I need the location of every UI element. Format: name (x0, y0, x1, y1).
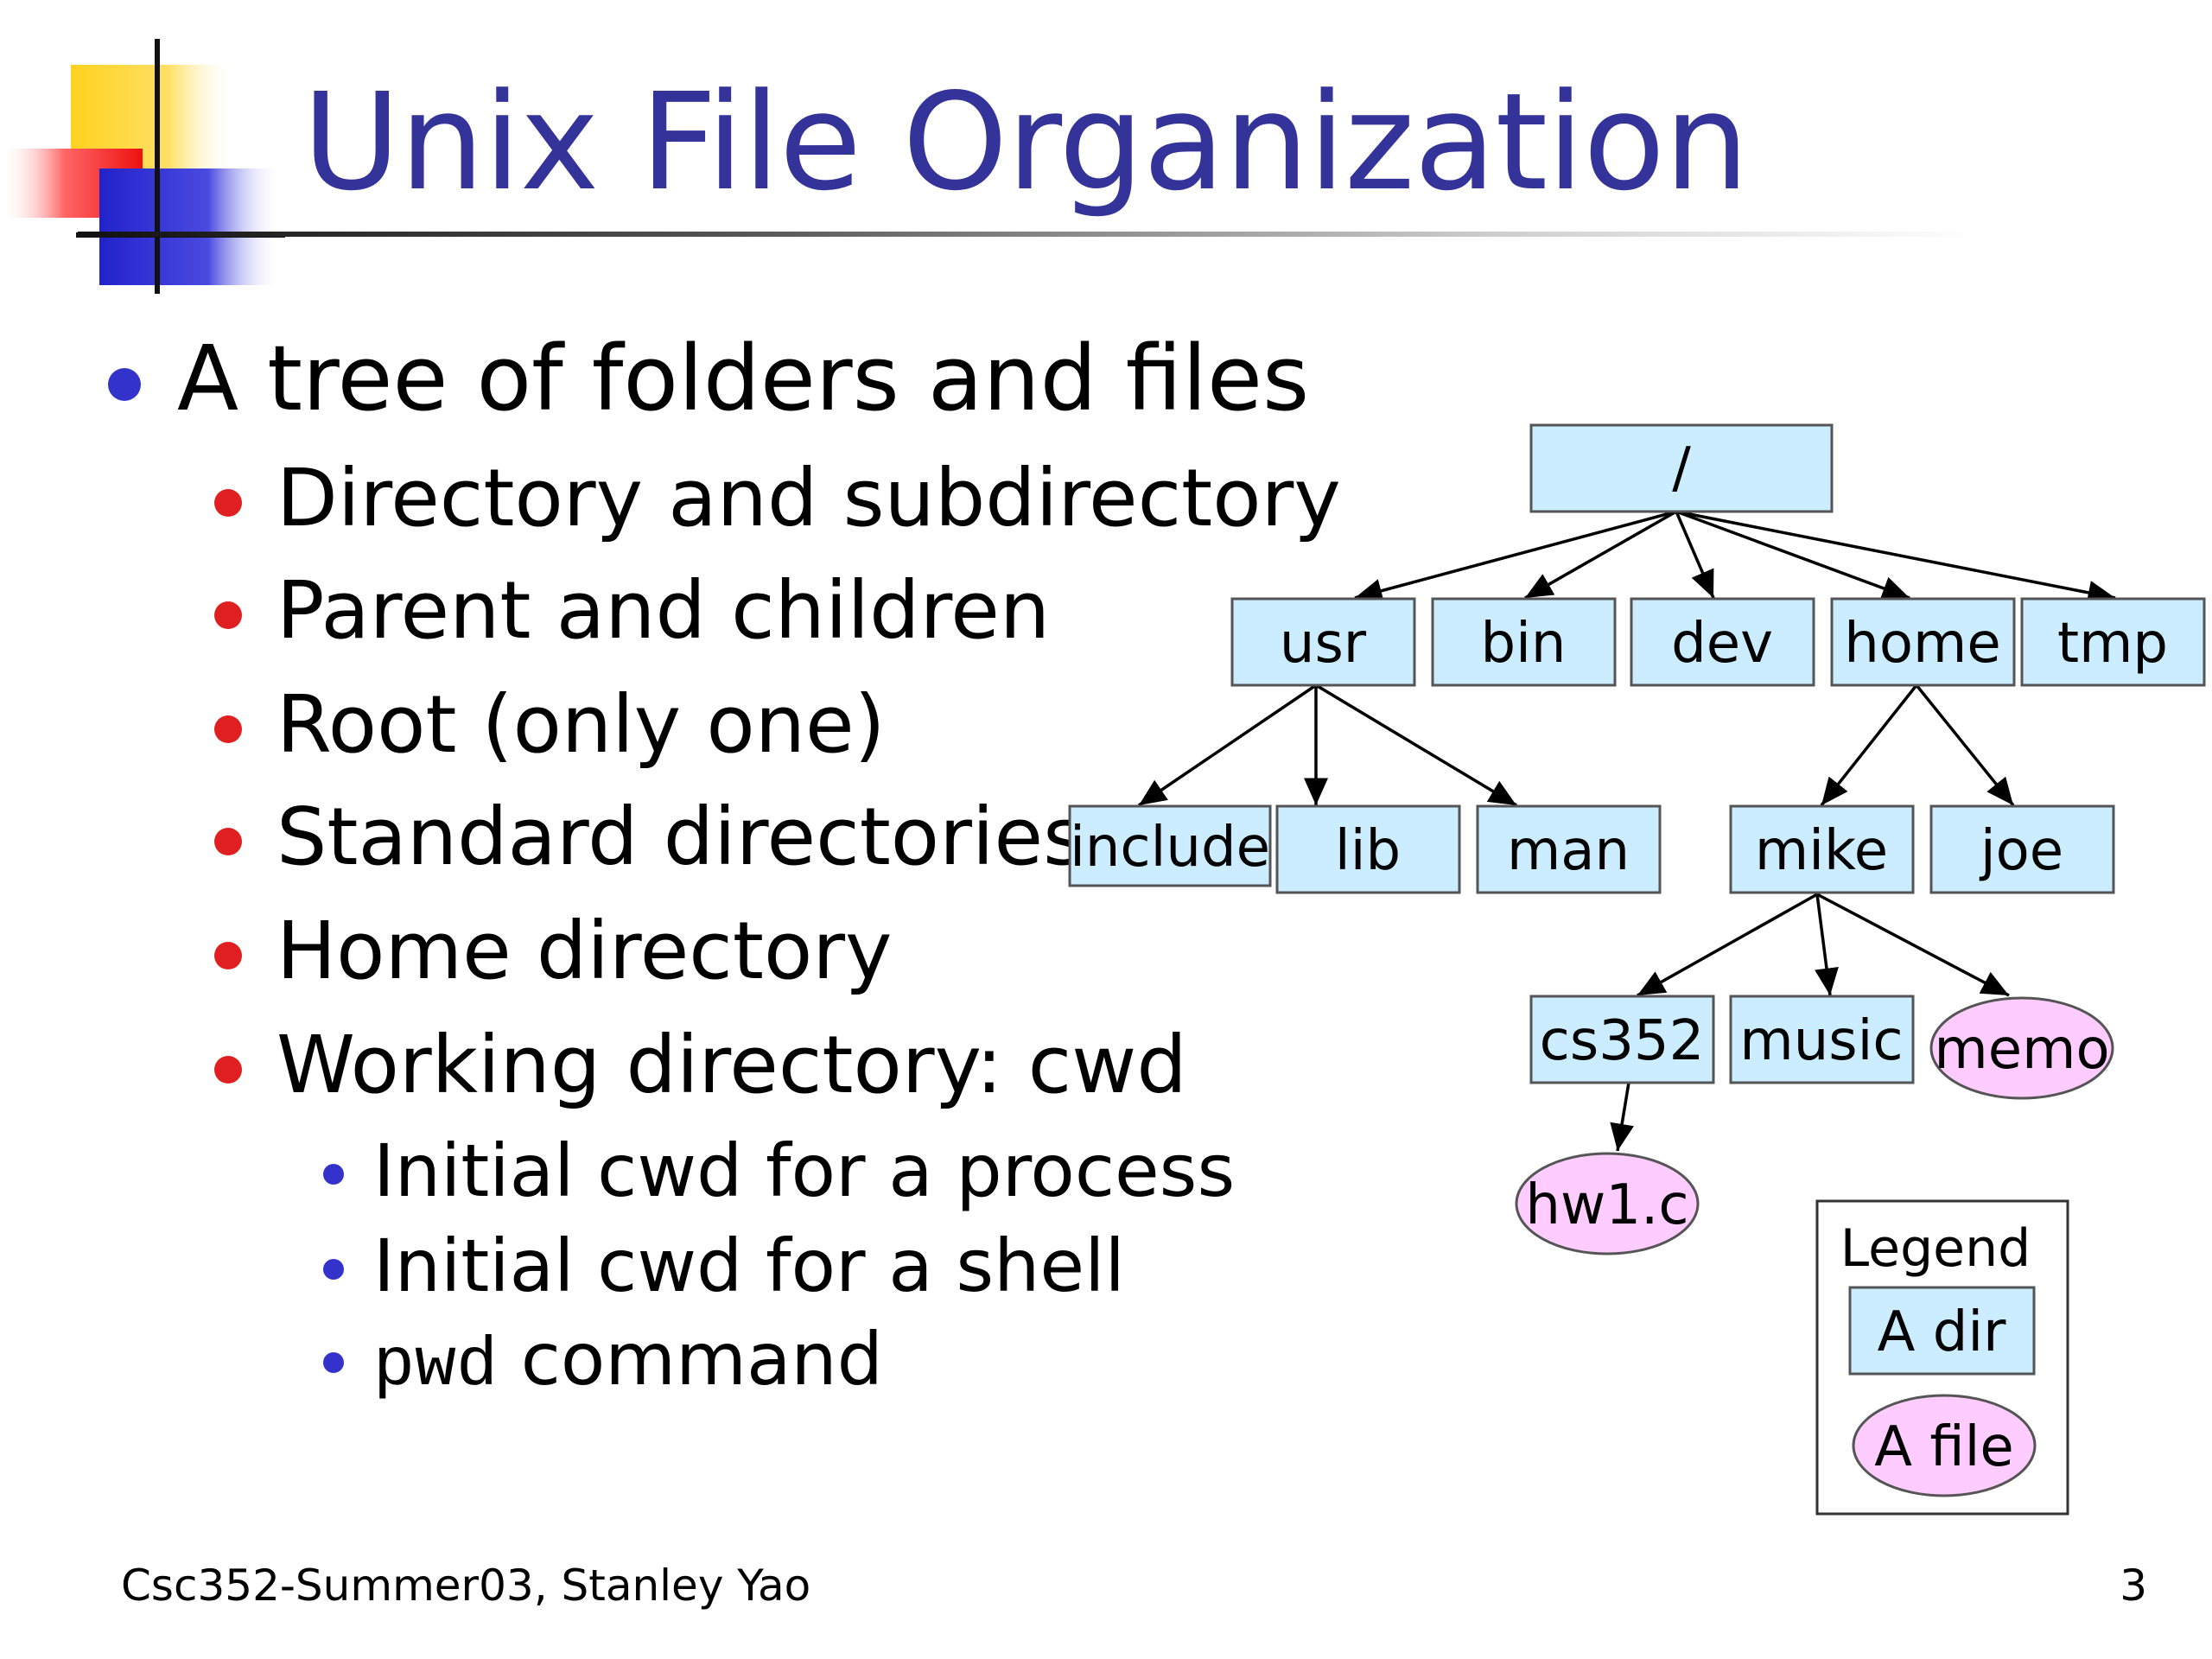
legend-file-swatch: A file (1852, 1394, 2037, 1497)
edge-root-tmp (1675, 510, 2116, 605)
tree-edges (1138, 510, 2116, 1152)
bullet-main-text: A tree of folders and files (177, 326, 1310, 431)
subsub-bullet: pwd command (323, 1316, 883, 1410)
dir-node-dev: dev (1630, 597, 1815, 687)
sub-bullet: Directory and subdirectory (214, 451, 1341, 546)
bullet-dot-icon (323, 1164, 344, 1185)
bullet-dot-icon (214, 1056, 242, 1084)
edge-usr-include (1138, 683, 1317, 807)
file-node-hw1c: hw1.c (1515, 1152, 1700, 1255)
svg-text:include: include (1070, 816, 1270, 880)
sub-bullet-text: Standard directories (276, 791, 1085, 883)
pwd-text: command (498, 1317, 883, 1402)
dir-node-tmp: tmp (2020, 597, 2206, 687)
slide-footer: Csc352-Summer03, Stanley Yao (121, 1560, 811, 1611)
dir-node-home: home (1830, 597, 2016, 687)
file-node-memo: memo (1929, 996, 2114, 1100)
dir-node-music: music (1729, 995, 1915, 1084)
svg-text:usr: usr (1280, 612, 1367, 676)
svg-text:lib: lib (1335, 819, 1401, 883)
subsub-bullet-text: Initial cwd for a shell (373, 1224, 1125, 1308)
dir-node-cs352: cs352 (1529, 995, 1715, 1084)
bullet-dot-icon (214, 601, 242, 629)
svg-text:/: / (1672, 436, 1691, 500)
svg-text:joe: joe (1979, 819, 2063, 883)
bullet-dot-icon (323, 1259, 344, 1280)
edge-mike-music (1815, 893, 1839, 996)
dir-node-bin: bin (1431, 597, 1617, 687)
sub-bullet: Home directory (214, 904, 893, 999)
bullet-dot-icon (214, 489, 242, 517)
sub-bullet: Standard directories (214, 790, 1085, 885)
edge-root-bin (1524, 510, 1677, 600)
svg-text:hw1.c: hw1.c (1525, 1173, 1688, 1237)
sub-bullet-text: Parent and children (276, 564, 1051, 657)
sub-bullet: Working directory: cwd (214, 1018, 1187, 1113)
svg-text:home: home (1844, 612, 2000, 676)
legend-dir-swatch: A dir (1848, 1286, 2036, 1376)
pwd-code: pwd (373, 1327, 499, 1406)
dir-node-root: / (1529, 423, 1834, 513)
svg-text:A file: A file (1874, 1415, 2014, 1479)
slide-title: Unix File Organization (302, 64, 1749, 220)
dir-node-usr: usr (1230, 597, 1416, 687)
edge-usr-man (1315, 683, 1517, 807)
edge-root-usr (1354, 510, 1677, 603)
svg-text:A dir: A dir (1878, 1300, 2007, 1364)
edge-home-mike (1820, 683, 1918, 807)
sub-bullet-text: Home directory (276, 905, 893, 997)
legend: Legend A dir A file (1815, 1199, 2069, 1516)
svg-text:man: man (1507, 819, 1630, 883)
dir-node-mike: mike (1729, 804, 1915, 894)
svg-text:dev: dev (1671, 612, 1773, 676)
svg-text:tmp: tmp (2057, 612, 2168, 676)
edge-mike-cs352 (1637, 893, 1818, 997)
svg-text:mike: mike (1755, 819, 1888, 883)
svg-text:memo: memo (1934, 1018, 2109, 1082)
title-underline (78, 232, 1979, 237)
bullet-dot-icon (323, 1352, 344, 1373)
bullet-main: A tree of folders and files (108, 326, 1310, 431)
sub-bullet-text: Working directory: cwd (276, 1019, 1187, 1111)
sub-bullet-text: Root (only one) (276, 678, 886, 771)
edge-home-joe (1915, 683, 2015, 807)
bullet-dot-icon (108, 368, 141, 401)
bullet-dot-icon (214, 942, 242, 969)
dir-node-lib: lib (1275, 804, 1461, 894)
dir-node-include: include (1068, 804, 1272, 887)
subsub-bullet: Initial cwd for a shell (323, 1223, 1125, 1309)
edge-cs352-hw1c (1610, 1082, 1634, 1152)
svg-text:music: music (1739, 1009, 1903, 1073)
edge-root-dev (1675, 511, 1715, 599)
subsub-bullet: Initial cwd for a process (323, 1128, 1236, 1214)
bullet-dot-icon (214, 828, 242, 855)
legend-title: Legend (1840, 1218, 2031, 1279)
bullet-dot-icon (214, 715, 242, 743)
dir-node-man: man (1476, 804, 1662, 894)
edge-mike-memo (1816, 893, 2010, 997)
dir-node-joe: joe (1929, 804, 2115, 894)
sub-bullet: Parent and children (214, 563, 1051, 658)
edge-root-home (1675, 510, 1910, 601)
sub-bullet: Root (only one) (214, 677, 886, 772)
svg-text:cs352: cs352 (1540, 1009, 1705, 1073)
page-number: 3 (2120, 1560, 2147, 1611)
sub-bullet-text: Directory and subdirectory (276, 452, 1341, 544)
svg-text:bin: bin (1481, 612, 1567, 676)
subsub-bullet-text: Initial cwd for a process (373, 1128, 1236, 1213)
